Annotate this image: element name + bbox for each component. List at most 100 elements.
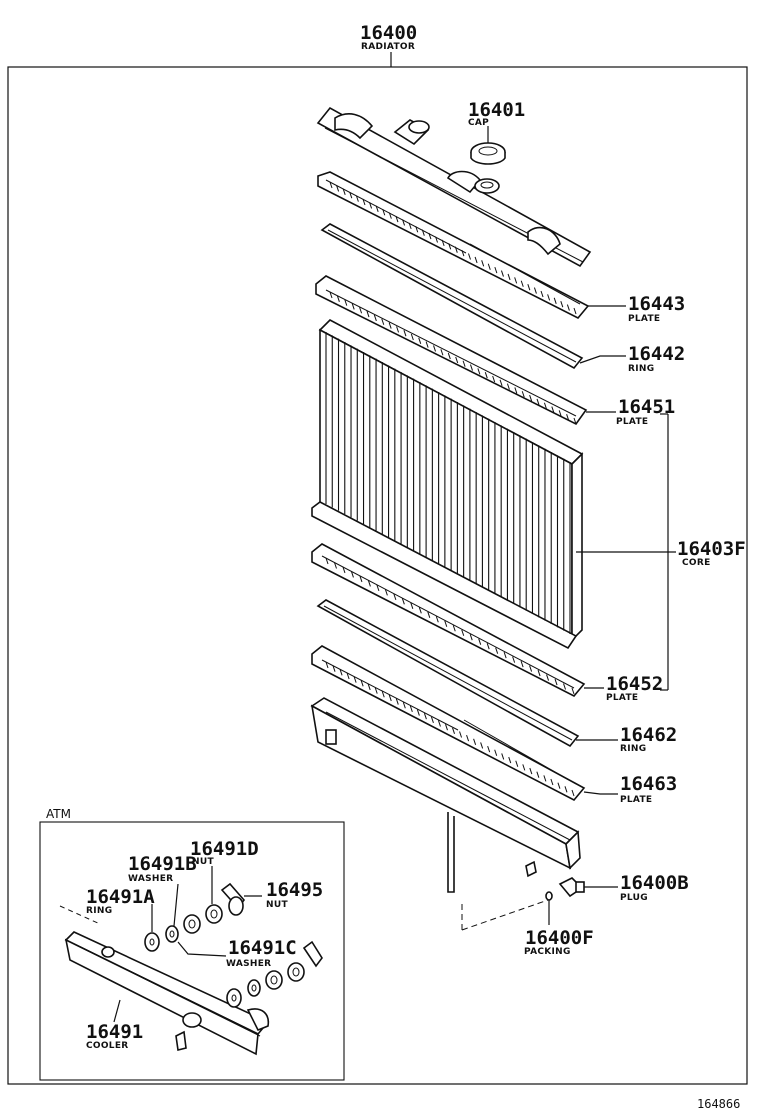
- plate-tooth: [416, 709, 420, 716]
- atm-cooler: [59, 905, 270, 1056]
- plate-16443-name: PLATE: [628, 314, 660, 324]
- plate-tooth: [336, 295, 340, 302]
- plate-tooth: [527, 284, 531, 291]
- plate-tooth: [359, 307, 363, 314]
- plate-tooth: [540, 290, 544, 298]
- lower-tank: [310, 697, 581, 878]
- plate-tooth: [329, 291, 333, 299]
- ring-16442: [320, 223, 584, 370]
- plate-tooth: [452, 727, 455, 734]
- plate-tooth: [551, 406, 555, 413]
- plate-tooth: [487, 745, 491, 753]
- plate-16452-name: PLATE: [606, 693, 638, 703]
- plate-tooth: [547, 294, 551, 301]
- cap-name: CAP: [468, 118, 489, 128]
- drain-pipe: [447, 812, 455, 893]
- plate-tooth: [402, 219, 406, 226]
- plate-tooth: [521, 391, 525, 398]
- plate-tooth: [563, 683, 566, 690]
- washer-16491b: [165, 925, 179, 943]
- plate-tooth: [425, 341, 429, 348]
- plate-tooth: [484, 372, 488, 379]
- plate-tooth: [466, 734, 470, 742]
- plate-tooth: [557, 782, 561, 789]
- plate-tooth: [342, 566, 346, 574]
- washer-16491b-leader: [173, 883, 179, 927]
- plate-tooth: [495, 647, 499, 654]
- plate-tooth: [520, 280, 524, 287]
- plate-tooth: [384, 589, 388, 596]
- plate-tooth: [536, 771, 540, 778]
- plate-tooth: [382, 209, 386, 216]
- plate-tooth: [462, 360, 466, 367]
- ring-16462: [316, 599, 580, 748]
- washer-16491c-b: [247, 979, 261, 997]
- washer-16491c-leader: [177, 941, 227, 957]
- plate-tooth: [455, 356, 459, 364]
- plate-tooth: [428, 232, 432, 240]
- nut-lower-a: [265, 970, 283, 990]
- plate-tooth: [395, 215, 399, 223]
- plate-tooth: [409, 705, 413, 713]
- plate-tooth: [359, 575, 363, 583]
- plate-tooth: [402, 702, 406, 709]
- plate-tooth: [529, 394, 533, 402]
- plate-tooth: [435, 616, 439, 623]
- nut-16491d-number: 16491D: [190, 838, 259, 860]
- washer-16491c-name: WASHER: [226, 959, 271, 969]
- core-number: 16403F: [677, 538, 746, 560]
- plate-tooth: [325, 557, 329, 565]
- plate-16452-number: 16452: [606, 673, 663, 695]
- plate-tooth: [481, 260, 485, 267]
- plate-tooth: [351, 303, 355, 310]
- plate-tooth: [452, 625, 456, 632]
- plate-tooth: [514, 387, 518, 394]
- plate-tooth: [448, 243, 452, 250]
- plate-tooth: [447, 352, 451, 360]
- plate-tooth: [529, 665, 533, 672]
- nut-16491d-a: [183, 914, 201, 934]
- washer-16491c-a: [226, 988, 242, 1008]
- ring-16442-leader: [579, 355, 626, 364]
- atm-inset-frame: [39, 821, 345, 1081]
- plate-tooth: [349, 192, 353, 199]
- plate-tooth: [329, 181, 333, 189]
- plate-tooth: [381, 318, 385, 325]
- ring-16491a-name: RING: [86, 906, 112, 916]
- plate-tooth: [543, 775, 547, 782]
- plate-tooth: [478, 638, 482, 645]
- upper-tank: [316, 106, 592, 268]
- plate-tooth: [362, 198, 366, 206]
- plate-16443-number: 16443: [628, 293, 685, 315]
- plate-tooth: [494, 266, 498, 274]
- plate-tooth: [388, 212, 392, 219]
- plate-16443: [317, 171, 590, 320]
- plate-tooth: [494, 749, 498, 756]
- packing-dashed-guide: [461, 899, 549, 931]
- plate-tooth: [332, 665, 336, 672]
- plate-tooth: [508, 756, 512, 764]
- plate-tooth: [573, 417, 577, 425]
- assembly-number: 16400: [360, 22, 417, 44]
- plate-tooth: [507, 273, 511, 281]
- plate-tooth: [410, 602, 414, 609]
- plate-tooth: [571, 789, 575, 797]
- plate-tooth: [500, 270, 504, 277]
- washer-16491c-number: 16491C: [228, 937, 297, 959]
- plate-tooth: [423, 713, 427, 720]
- plate-tooth: [401, 598, 405, 605]
- drain-plug: [558, 877, 585, 898]
- plate-tooth: [515, 760, 519, 767]
- plate-16452: [311, 543, 586, 698]
- assembly-name: RADIATOR: [361, 42, 415, 52]
- plate-tooth: [546, 674, 550, 681]
- plate-tooth: [503, 651, 507, 659]
- plate-tooth: [369, 202, 373, 209]
- plate-tooth: [388, 694, 392, 702]
- plate-tooth: [373, 314, 377, 322]
- plate-tooth: [461, 629, 465, 636]
- washer-16491b-number: 16491B: [128, 853, 197, 875]
- plate-tooth: [573, 307, 577, 315]
- plate-tooth: [537, 669, 541, 677]
- plate-tooth: [564, 786, 568, 793]
